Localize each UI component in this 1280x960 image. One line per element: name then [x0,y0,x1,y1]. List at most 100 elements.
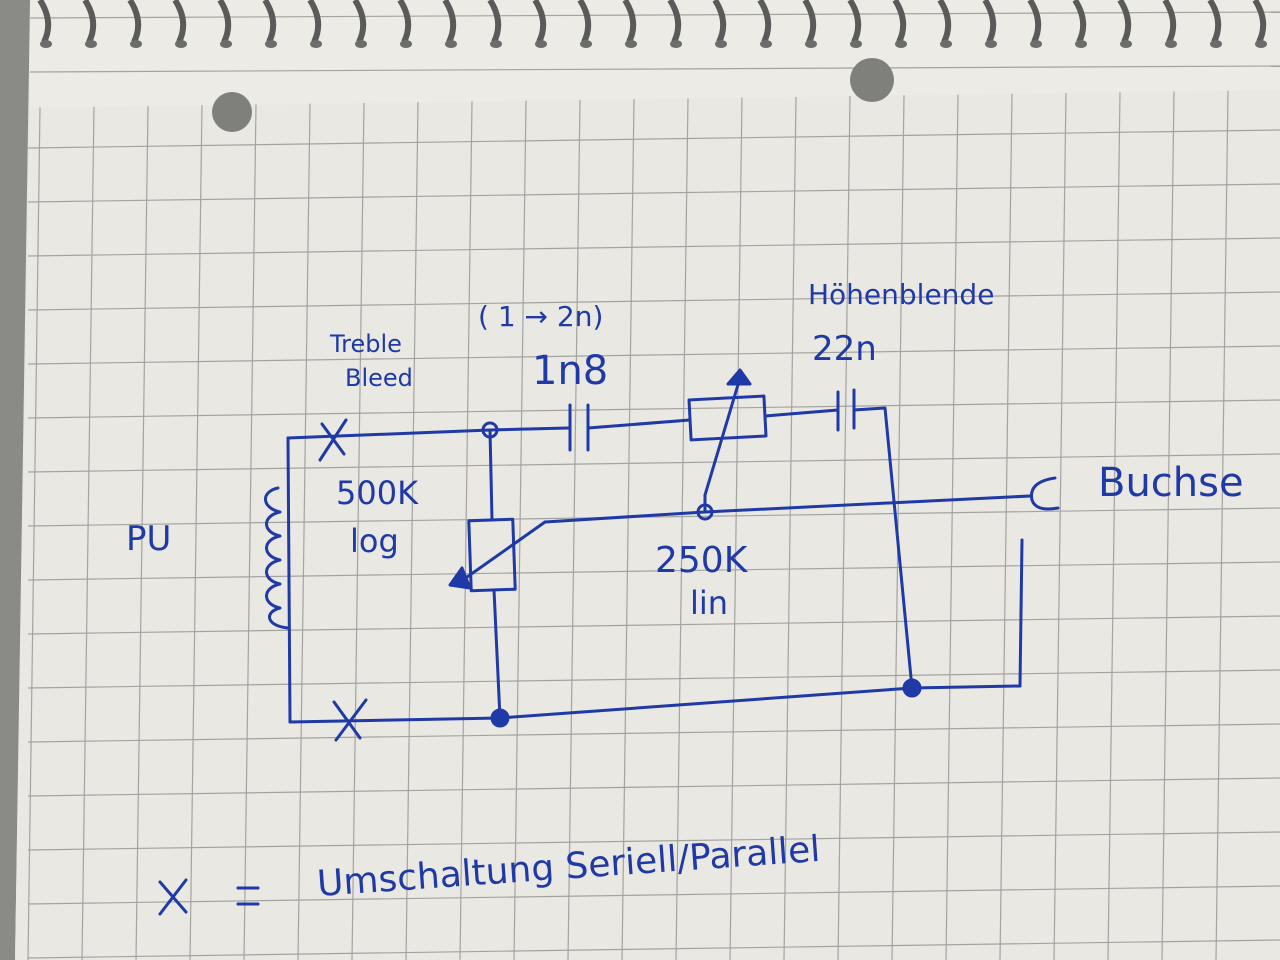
spiral-hole [400,40,412,48]
grid-line-vertical [567,99,581,960]
grid-line-vertical [837,96,851,960]
grid-line-vertical [27,107,41,960]
label-tone-taper: lin [690,584,728,622]
grid-line-vertical [1053,93,1067,960]
grid-line-vertical [297,103,311,960]
tone-pot-arrow [726,368,752,386]
grid-line-vertical [405,102,419,960]
switch-mark-top [318,418,348,462]
spiral-ring [892,0,907,44]
spiral-hole [760,40,772,48]
wire-22n-to-right [852,406,914,690]
grid-line-horizontal [27,453,1280,473]
spiral-ring [487,0,502,44]
spiral-ring [127,0,142,44]
paper-page [15,0,1280,960]
spiral-ring [37,0,52,44]
spiral-ring [1252,0,1267,44]
label-treble: Treble [329,330,402,358]
wire-left-vertical [286,436,292,724]
spiral-hole [1075,40,1087,48]
label-volume-taper: log [350,522,399,560]
grid-line-vertical [513,100,527,960]
spiral-hole [490,40,502,48]
spiral-hole [175,40,187,48]
spiral-ring [1027,0,1042,44]
label-tone-value: 250K [655,540,749,581]
legend-x-mark [158,878,188,916]
label-pickup: PU [126,519,171,559]
spiral-hole [670,40,682,48]
label-volume-value: 500K [336,474,419,512]
pickup-coil [264,486,290,630]
grid-line-vertical [135,105,149,960]
wire-top-to-cap [488,426,570,432]
label-tone-title: Höhenblende [808,278,994,311]
grid-line-horizontal [27,723,1280,743]
spiral-ring [622,0,637,44]
spiral-hole [715,40,727,48]
grid-line-vertical [81,106,95,960]
spiral-hole [355,40,367,48]
spiral-hole [1210,40,1222,48]
spiral-ring [847,0,862,44]
grid-line-horizontal [27,183,1280,203]
grid-line-horizontal [27,561,1280,581]
wire-top-left [286,428,492,440]
grid-line-vertical [675,98,689,960]
tone-pot-wiper [703,376,742,497]
grid-line-horizontal [27,129,1280,149]
spiral-ring [712,0,727,44]
grid-line-horizontal [27,669,1280,689]
grid-line-vertical [459,101,473,960]
spiral-hole [985,40,997,48]
spiral-hole [895,40,907,48]
wire-tone-pot-to-cap [763,408,840,418]
jack-ground-lead [1018,538,1024,688]
spiral-hole [580,40,592,48]
wire-volume-pot-to-ground [492,588,502,720]
spiral-ring [262,0,277,44]
volume-pot-arrow [448,566,472,590]
grid-line-horizontal [27,939,1280,959]
spiral-hole [85,40,97,48]
label-cap-range: ( 1 → 2n) [478,300,603,333]
spiral-hole [940,40,952,48]
spiral-ring [982,0,997,44]
spiral-hole [535,40,547,48]
switch-mark-bottom [332,698,368,742]
spiral-ring [352,0,367,44]
grid-line-horizontal [29,11,1280,19]
spiral-ring [442,0,457,44]
volume-pot-wiper [458,520,547,584]
grid-line-vertical [1107,92,1121,960]
spiral-ring [1072,0,1087,44]
grid-line-horizontal [27,291,1280,311]
junction-ground-right [902,678,922,698]
grid-lines [27,11,1280,960]
spiral-ring [1117,0,1132,44]
spiral-ring [757,0,772,44]
spiral-hole [625,40,637,48]
spiral-hole [1165,40,1177,48]
spiral-ring [397,0,412,44]
grid-line-horizontal [27,399,1280,419]
grid-line-horizontal [29,65,1280,73]
grid-line-vertical [351,102,365,960]
grid-line-horizontal [27,885,1280,905]
spiral-hole [805,40,817,48]
grid-line-vertical [621,99,635,960]
junction-wiper [696,503,714,521]
grid-line-vertical [243,104,257,960]
spiral-binding [37,0,1267,48]
spiral-ring [1162,0,1177,44]
grid-line-vertical [1161,91,1175,960]
jack-symbol [1029,476,1060,511]
spiral-hole [40,40,52,48]
grid-line-horizontal [27,831,1280,851]
spiral-hole [265,40,277,48]
spiral-ring [1207,0,1222,44]
grid-line-vertical [999,93,1013,960]
grid-line-horizontal [27,777,1280,797]
